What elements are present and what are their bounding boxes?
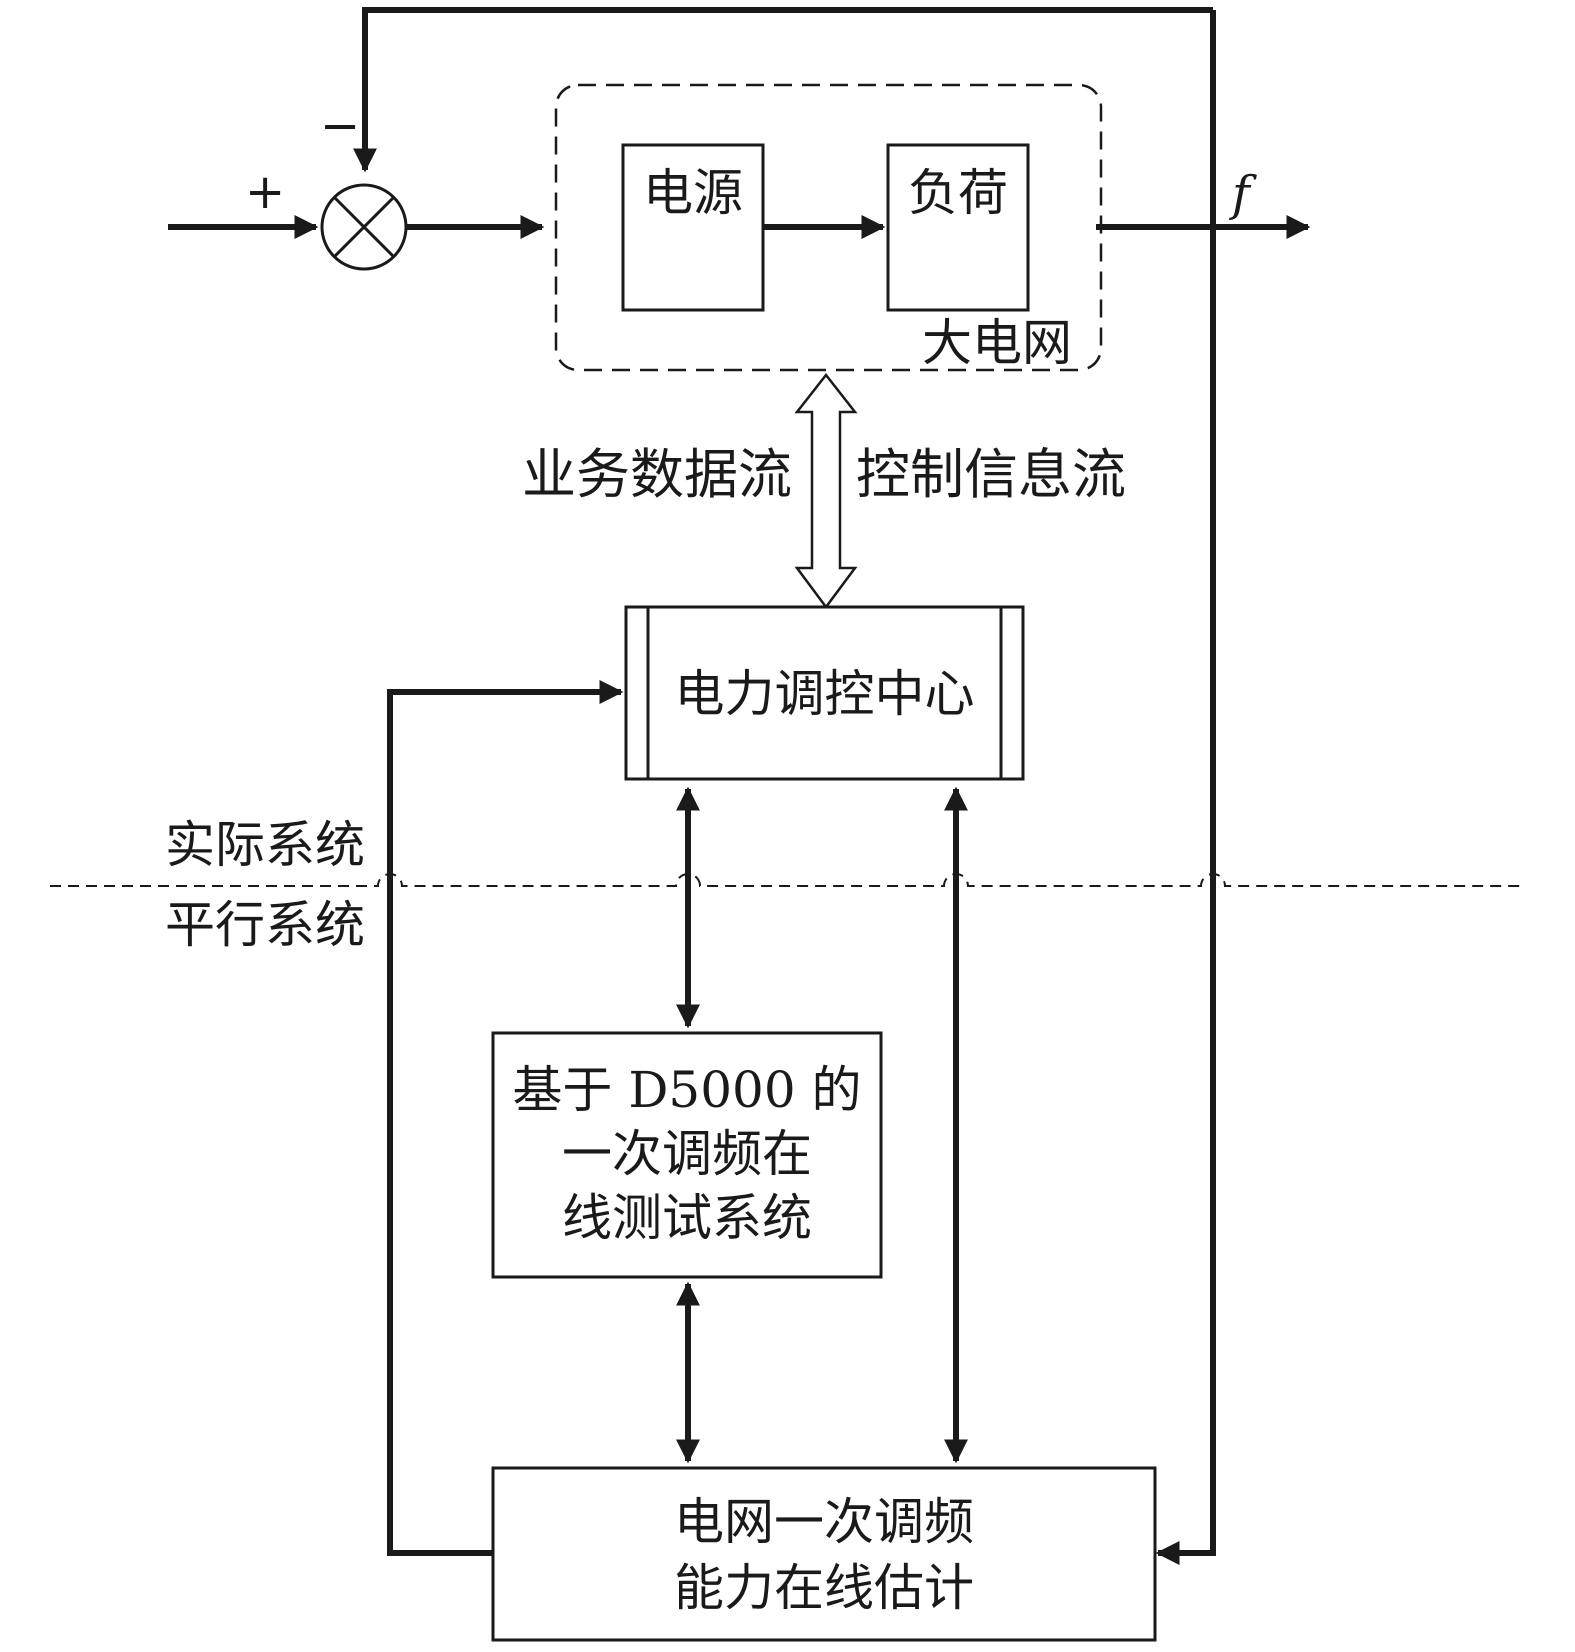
- parallel-system-label: 平行系统: [165, 896, 365, 954]
- estimator-to-dispatch-loop: [387, 680, 624, 1556]
- d5000-label-line2: 一次调频在: [562, 1125, 812, 1183]
- frequency-feedback-line: [1155, 10, 1216, 1565]
- estimator-label-line2: 能力在线估计: [674, 1559, 974, 1617]
- output-f-label: f: [1232, 166, 1250, 222]
- system-divider: [50, 873, 1525, 887]
- feedback-loop: [353, 7, 1213, 173]
- estimator-label-line1: 电网一次调频: [674, 1493, 974, 1551]
- summing-junction: [320, 183, 408, 271]
- estimator-box: [491, 1466, 1157, 1642]
- minus-sign: −: [320, 98, 361, 154]
- dispatch-center-label: 电力调控中心: [674, 665, 975, 723]
- power-source-label: 电源: [643, 164, 743, 222]
- control-info-flow-label: 控制信息流: [856, 443, 1126, 506]
- d5000-label-line1: 基于 D5000 的: [512, 1061, 862, 1119]
- load-box: [886, 143, 1030, 312]
- load-label: 负荷: [908, 164, 1008, 222]
- big-grid-label: 大电网: [922, 314, 1072, 372]
- actual-system-label: 实际系统: [165, 816, 365, 874]
- business-data-flow-label: 业务数据流: [522, 443, 792, 506]
- d5000-label-line3: 线测试系统: [562, 1189, 812, 1247]
- data-flow-double-arrow: [794, 372, 858, 610]
- d5000-test-system-box: [491, 1031, 883, 1279]
- plus-sign: +: [245, 164, 286, 220]
- dispatch-center-box: [624, 605, 1025, 781]
